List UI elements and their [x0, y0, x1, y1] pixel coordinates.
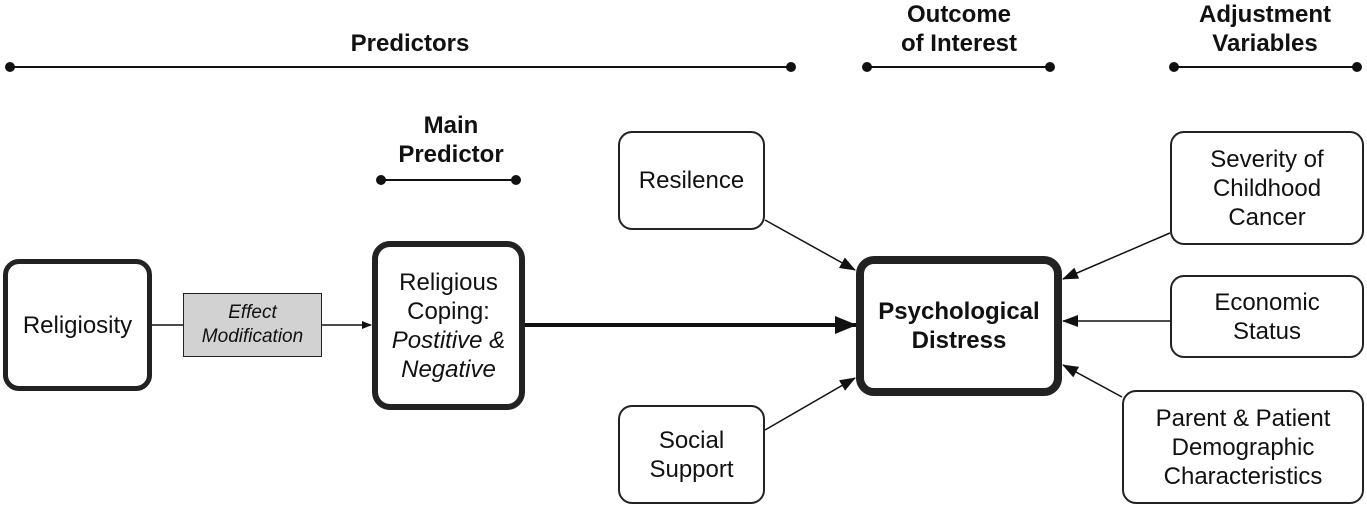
outcome-bracket	[862, 62, 1055, 72]
religious-coping-node: Religious Coping: Postitive & Negative	[372, 241, 525, 410]
demographics-node: Parent & Patient Demographic Characteris…	[1122, 390, 1364, 504]
main-predictor-header: Main Predictor	[398, 112, 504, 168]
demographics-to-distress-arrow	[1062, 364, 1123, 398]
predictors-bracket	[5, 62, 796, 72]
resilience-node: Resilence	[618, 131, 765, 230]
social-support-to-distress-arrow	[764, 377, 856, 431]
outcome-header: Outcome of Interest	[900, 1, 1017, 57]
main-predictor-bracket	[376, 175, 521, 185]
economic-status-node: Economic Status	[1170, 275, 1364, 358]
adjustment-header: Adjustment Variables	[1199, 1, 1331, 57]
social-support-node: Social Support	[618, 405, 765, 504]
religiosity-node: Religiosity	[3, 259, 152, 391]
predictors-header: Predictors	[350, 30, 470, 57]
severity-to-distress-arrow	[1062, 232, 1171, 280]
severity-node: Severity of Childhood Cancer	[1170, 131, 1364, 245]
psychological-distress-node: Psychological Distress	[856, 256, 1062, 396]
resilience-to-distress-arrow	[764, 219, 856, 271]
adjustment-bracket	[1169, 62, 1362, 72]
effect-modification-node: Effect Modification	[183, 293, 322, 357]
